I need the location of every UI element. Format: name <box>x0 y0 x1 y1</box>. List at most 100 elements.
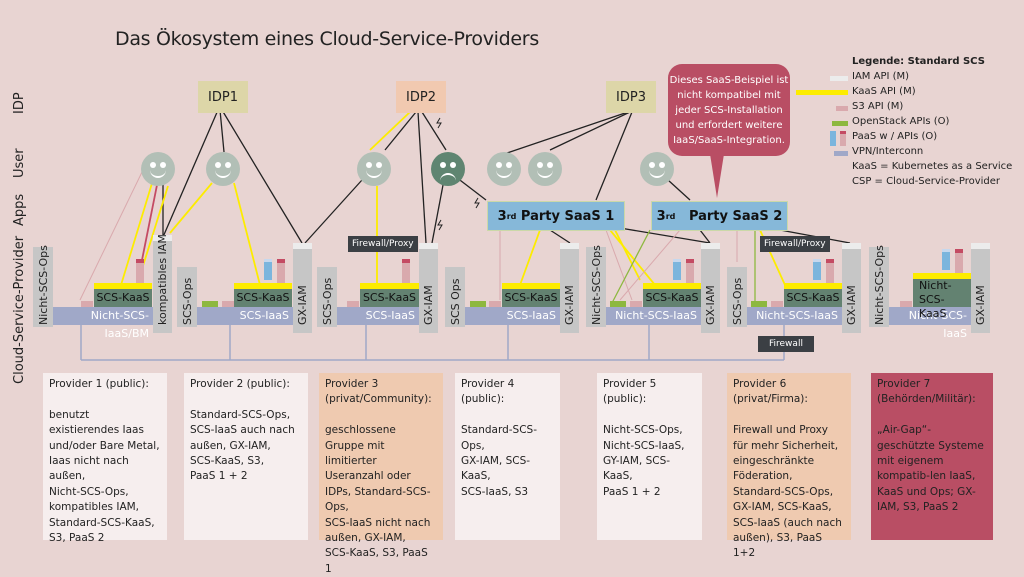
card-title: Provider 4 (public): <box>461 378 515 406</box>
provider-3-iam <box>419 243 438 333</box>
provider-5-kaas: SCS-KaaS <box>643 283 701 307</box>
provider-card-3: Provider 3 (privat/Community):geschlosse… <box>319 373 443 575</box>
legend-item-paas: PaaS w / APIs (O) <box>852 131 938 142</box>
provider-1-s3 <box>81 301 93 307</box>
provider-5-openstack <box>610 301 626 307</box>
provider-1-ops-label: Nicht-SCS-Ops <box>37 245 50 325</box>
provider-7-s3 <box>900 301 912 307</box>
provider-3-ops <box>317 267 337 327</box>
legend-swatch-iam <box>830 76 848 81</box>
provider-card-6: Provider 6 (privat/Firma): Firewall und P… <box>727 373 851 559</box>
user-happy-icon <box>487 152 521 186</box>
provider-6-s3 <box>771 301 783 307</box>
user-happy-icon <box>640 152 674 186</box>
provider-1-ops <box>33 247 53 327</box>
provider-4-iaas: SCS-IaaS <box>465 307 560 325</box>
idp-3: IDP3 <box>606 81 656 113</box>
provider-card-7: Provider 7 (Behörden/Militär): „Air-Gap“-… <box>871 373 993 540</box>
provider-6-openstack <box>751 301 767 307</box>
provider-card-2: Provider 2 (public):Standard-SCS-Ops, SC… <box>184 373 308 540</box>
provider-7-iam <box>971 243 990 333</box>
provider-6-firewall: Firewall <box>758 336 814 352</box>
provider-2-paas-red <box>277 259 285 283</box>
provider-5-iam-label: GX-IAM <box>704 285 717 325</box>
provider-6-kaas: SCS-KaaS <box>784 283 842 307</box>
provider-3-ops-label: SCS-Ops <box>321 277 334 325</box>
provider-4-kaas: SCS-KaaS <box>502 283 560 307</box>
openstack-api-lines <box>611 229 756 304</box>
card-body: Standard-SCS-Ops, GX-IAM, SCS-KaaS, SCS-… <box>461 424 538 498</box>
provider-1-iam <box>153 235 172 333</box>
provider-4-iam-label: GX-IAM <box>563 285 576 325</box>
card-title: Provider 6 (privat/Firma): <box>733 378 808 406</box>
provider-6-iaas: Nicht-SCS-IaaS <box>747 307 842 325</box>
provider-7-paas-blue <box>942 249 950 270</box>
card-body: geschlossene Gruppe mit limitierter User… <box>325 424 431 575</box>
provider-3-s3 <box>347 301 359 307</box>
legend-swatch-vpn <box>834 151 848 156</box>
provider-4-ops-label: SCS Ops <box>449 278 462 325</box>
provider-7-kaas: Nicht- SCS-KaaS <box>913 273 971 320</box>
provider-card-1: Provider 1 (public): benutzt existierende… <box>43 373 167 544</box>
provider-6-paas-red <box>826 259 834 283</box>
user-happy-icon <box>357 152 391 186</box>
user-happy-icon <box>528 152 562 186</box>
card-title: Provider 7 (Behörden/Militär): <box>877 378 976 406</box>
provider-3-iam-label: GX-IAM <box>422 285 435 325</box>
provider-3-firewall-proxy: Firewall/Proxy <box>348 236 418 252</box>
provider-2-ops-label: SCS-Ops <box>181 277 194 325</box>
provider-1-kaas: SCS-KaaS <box>94 283 152 307</box>
legend-item-vpn: VPN/Interconn <box>852 146 924 157</box>
legend-swatch-openstack <box>832 121 848 126</box>
card-body: benutzt existierendes Iaas und/oder Bare… <box>49 408 160 545</box>
card-body: „Air-Gap“-geschützte Systeme mit eigenem… <box>877 424 984 514</box>
provider-1-paas <box>136 259 144 283</box>
provider-5-iaas: Nicht-SCS-IaaS <box>606 307 701 325</box>
provider-7-ops <box>869 247 889 327</box>
legend-note-csp: CSP = Cloud-Service-Provider <box>852 176 1001 187</box>
provider-2-iam <box>293 243 312 333</box>
provider-3-iaas: SCS-IaaS <box>337 307 419 325</box>
user-unhappy-icon <box>431 152 465 186</box>
legend-item-s3: S3 API (M) <box>852 101 904 112</box>
user-happy-icon <box>206 152 240 186</box>
provider-5-s3 <box>630 301 642 307</box>
callout-bubble: Dieses SaaS-Beispiel ist nicht kompatibe… <box>668 64 790 156</box>
provider-1-iam-label: kompatibles IAM <box>156 234 169 325</box>
idp-2: IDP2 <box>396 81 446 113</box>
s3-api-lines <box>79 169 738 301</box>
provider-3-paas <box>402 259 410 283</box>
provider-2-openstack <box>202 301 218 307</box>
provider-card-5: Provider 5 (public):Nicht-SCS-Ops, Nicht… <box>597 373 702 540</box>
card-body: Standard-SCS-Ops, SCS-IaaS auch nach auß… <box>190 408 295 483</box>
provider-5-ops <box>586 247 606 327</box>
legend-header: Legende: Standard SCS <box>852 56 985 67</box>
card-title: Provider 1 (public): <box>49 378 149 390</box>
provider-7-iaas: Nicht-SCS-IaaS <box>889 307 971 340</box>
card-body: Nicht-SCS-Ops, Nicht-SCS-IaaS, GY-IAM, S… <box>603 424 685 498</box>
provider-6-iam-label: GX-IAM <box>845 285 858 325</box>
provider-3-kaas: SCS-KaaS <box>360 283 419 307</box>
provider-card-4: Provider 4 (public): Standard-SCS-Ops, GX… <box>455 373 560 540</box>
provider-4-iam <box>560 243 579 333</box>
legend-item-openstack: OpenStack APIs (O) <box>852 116 950 127</box>
legend-note-kaas: KaaS = Kubernetes as a Service <box>852 161 1013 172</box>
provider-7-iam-label: GX-IAM <box>974 285 987 325</box>
provider-4-s3 <box>489 301 501 307</box>
kaas-api-lines <box>120 111 786 286</box>
provider-5-paas-red <box>686 259 694 283</box>
paas-api-line <box>141 184 158 261</box>
provider-6-firewall-proxy: Firewall/Proxy <box>760 236 830 252</box>
provider-7-paas-red <box>955 249 963 273</box>
connection-lines <box>79 109 851 361</box>
provider-6-paas-blue <box>813 259 821 280</box>
vpn-interconnect-lines <box>80 324 785 361</box>
provider-2-iaas: SCS-IaaS <box>197 307 293 325</box>
card-body: Firewall und Proxy für mehr Sicherheit, … <box>733 424 842 560</box>
provider-6-ops-label: SCS-Ops <box>731 277 744 325</box>
provider-6-ops <box>727 267 747 327</box>
callout-tail <box>710 154 724 198</box>
idp-1: IDP1 <box>198 81 248 113</box>
